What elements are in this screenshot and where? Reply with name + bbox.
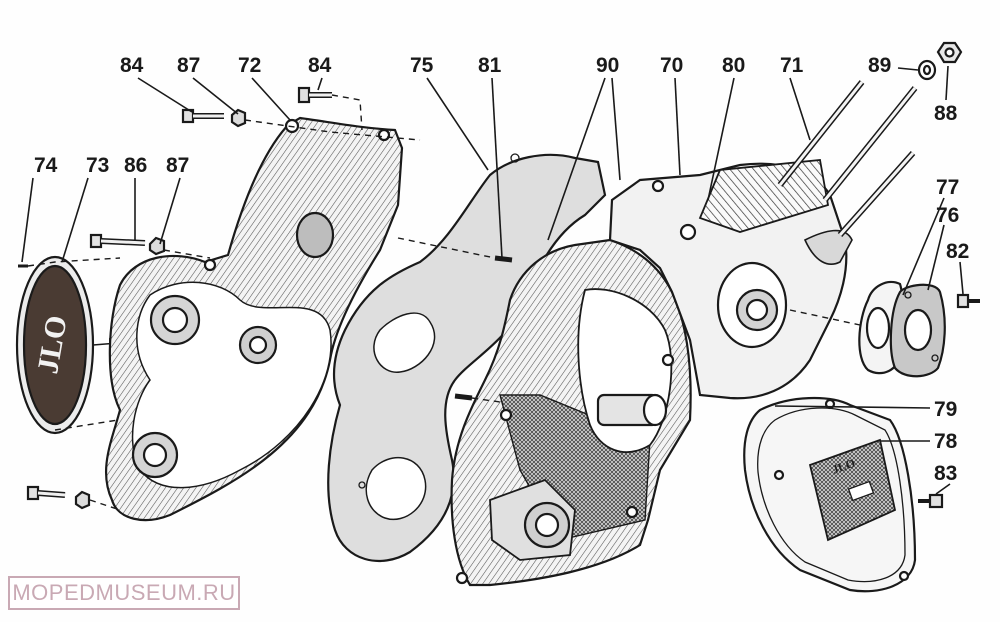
callout-81: 81	[478, 54, 502, 77]
callout-74: 74	[34, 154, 58, 177]
bolt-84-top	[297, 86, 332, 104]
gasket-76	[889, 283, 946, 378]
pin-81	[494, 255, 513, 263]
callout-83: 83	[934, 462, 957, 485]
callout-84-top: 84	[308, 54, 332, 77]
callout-80: 80	[722, 54, 745, 77]
callout-86: 86	[124, 154, 147, 177]
callout-76: 76	[936, 204, 959, 227]
callout-70: 70	[660, 54, 683, 77]
cover-73: JLO	[15, 255, 119, 435]
cylinder-block-70	[608, 159, 853, 400]
screw-82	[956, 293, 980, 309]
callout-87-left: 87	[166, 154, 189, 177]
plate-78: JLO	[808, 438, 897, 542]
callout-88: 88	[934, 102, 958, 125]
gasket-75	[327, 153, 607, 563]
callout-numbers: 74 73 86 87 84 87 72 84 75 81 90 70 80 7…	[34, 54, 969, 485]
callout-72: 72	[238, 54, 261, 77]
washer-89	[917, 59, 937, 81]
callout-90: 90	[596, 54, 619, 77]
callout-71: 71	[780, 54, 804, 77]
leader-lines	[21, 65, 964, 495]
callout-79: 79	[934, 398, 957, 421]
callout-77: 77	[936, 176, 959, 199]
bolt-84-top-left	[181, 108, 224, 124]
callout-82: 82	[946, 240, 969, 263]
callout-84-left: 84	[120, 54, 144, 77]
callout-73: 73	[86, 154, 109, 177]
bolt-bottom-left	[26, 485, 91, 510]
studs-71	[777, 80, 918, 237]
bolt-86	[89, 233, 146, 249]
watermark: MOPEDMUSEUM.RU	[8, 576, 240, 610]
callout-78: 78	[934, 430, 958, 453]
callout-89: 89	[868, 54, 891, 77]
screw-83	[918, 493, 944, 509]
dowel-pin	[454, 393, 473, 401]
callout-75: 75	[410, 54, 434, 77]
assembly-lines	[27, 94, 861, 511]
nut-88	[936, 41, 963, 64]
crankcase-center	[450, 238, 692, 587]
nut-87-top	[230, 108, 247, 128]
side-cover-72	[104, 116, 404, 522]
callout-87-top: 87	[177, 54, 200, 77]
